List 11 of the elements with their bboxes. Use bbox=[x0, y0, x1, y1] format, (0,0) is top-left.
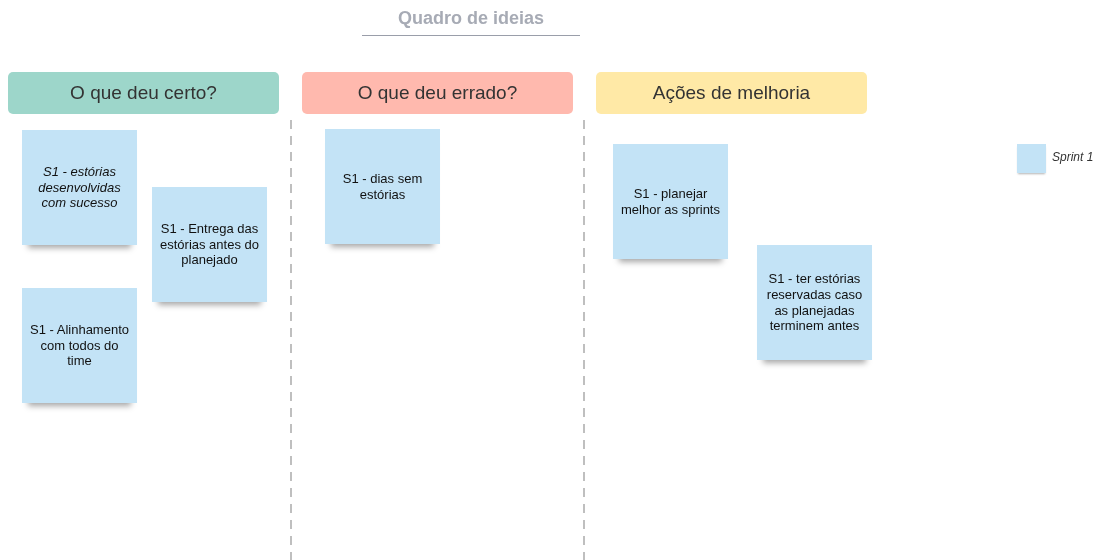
sticky-note: S1 - Alinhamento com todos do time bbox=[22, 288, 137, 403]
sticky-note: S1 - dias sem estórias bbox=[325, 129, 440, 244]
sticky-note: S1 - Entrega das estórias antes do planejado bbox=[152, 187, 267, 302]
column-header: O que deu certo? bbox=[8, 72, 279, 114]
sticky-note: S1 - planejar melhor as sprints bbox=[613, 144, 728, 259]
sticky-note: S1 - ter estórias reservadas caso as planejadas terminem antes bbox=[757, 245, 872, 360]
board-title: Quadro de ideias bbox=[362, 8, 580, 36]
legend-label: Sprint 1 bbox=[1052, 150, 1094, 164]
sticky-note: S1 - estórias desenvolvidas com sucesso bbox=[22, 130, 137, 245]
column-header: Ações de melhoria bbox=[596, 72, 867, 114]
column-header: O que deu errado? bbox=[302, 72, 573, 114]
